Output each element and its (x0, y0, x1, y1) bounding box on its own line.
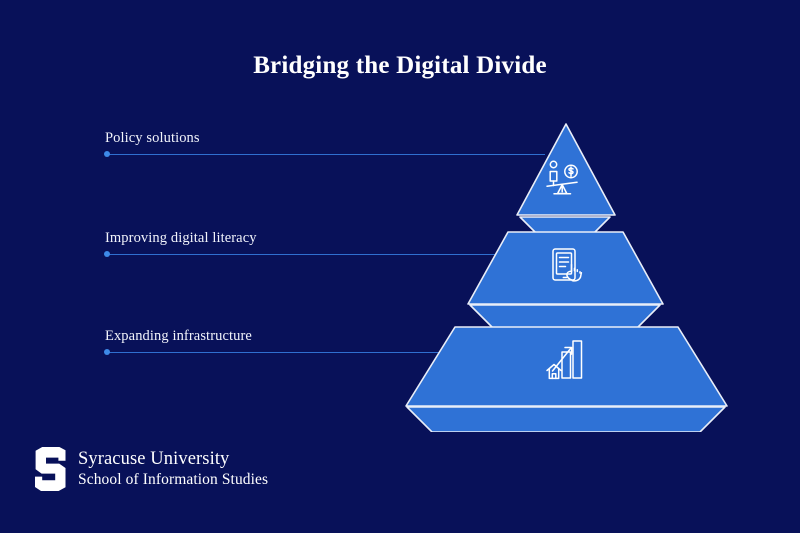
tier-label-policy: Policy solutions (105, 130, 200, 146)
pyramid-tier-middle[interactable] (467, 231, 664, 331)
block-letter-s-icon (35, 447, 66, 491)
syracuse-logo: Syracuse University School of Informatio… (34, 447, 268, 491)
pyramid-tier-top[interactable] (516, 123, 616, 243)
tier-label-infrastructure: Expanding infrastructure (105, 328, 252, 344)
leader-dot-policy (104, 151, 110, 157)
pyramid-tier-bottom-face (405, 326, 728, 407)
logo-university-name: Syracuse University (78, 449, 230, 469)
pyramid-diagram (405, 123, 728, 432)
pyramid-tier-top-face (516, 123, 616, 216)
logo-school-name: School of Information Studies (78, 471, 269, 488)
growth-bar-chart-house-icon (546, 340, 583, 380)
leader-dot-literacy (104, 251, 110, 257)
leader-line-policy (105, 154, 545, 155)
tier-label-literacy: Improving digital literacy (105, 230, 257, 246)
pyramid-tier-bottom[interactable] (405, 326, 728, 432)
leader-dot-infrastructure (104, 349, 110, 355)
page-title: Bridging the Digital Divide (253, 52, 547, 79)
balance-scale-person-money-icon (546, 160, 578, 195)
leader-line-infrastructure (105, 352, 450, 353)
leader-line-literacy (105, 254, 495, 255)
hand-tablet-document-icon (552, 248, 583, 282)
pyramid-tier-bottom-base (406, 406, 726, 432)
logo-wordmark: Syracuse University School of Informatio… (78, 449, 268, 489)
pyramid-tier-middle-face (467, 231, 664, 305)
